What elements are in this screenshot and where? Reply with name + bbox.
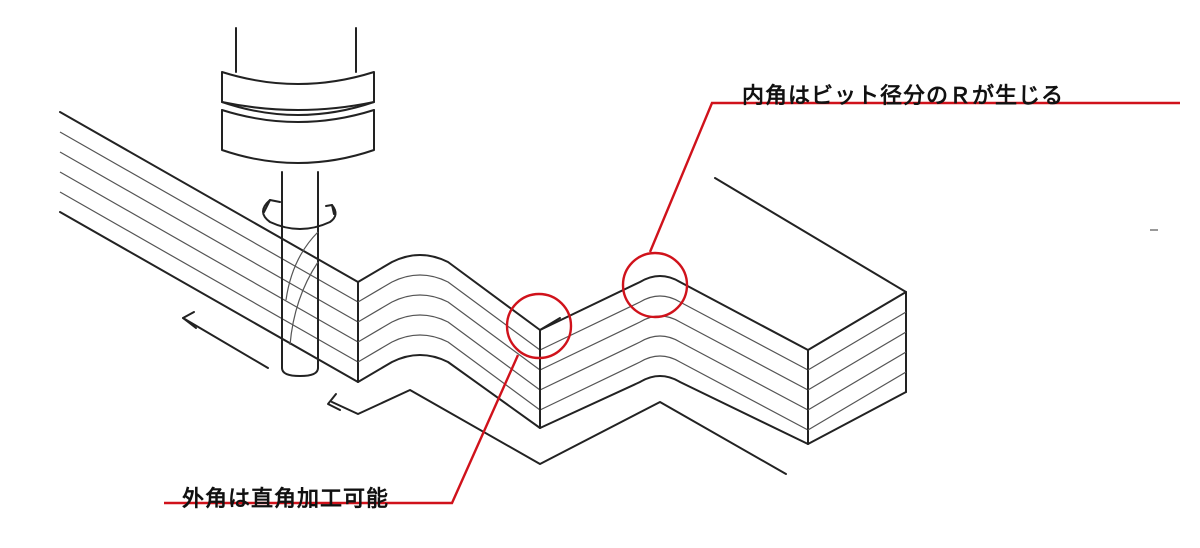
left-board (59, 111, 359, 383)
zigzag-board (357, 177, 907, 445)
feed-direction-arrow-icon (182, 311, 787, 475)
outer-corner-label: 外角は直角加工可能 (182, 486, 390, 512)
router-bit-icon (221, 27, 375, 377)
inner-corner-callout (621, 101, 1180, 319)
rotation-arrow-icon (262, 199, 337, 230)
inner-corner-label: 内角はビット径分のＲが生じる (742, 83, 1065, 109)
outer-corner-callout (164, 292, 573, 505)
